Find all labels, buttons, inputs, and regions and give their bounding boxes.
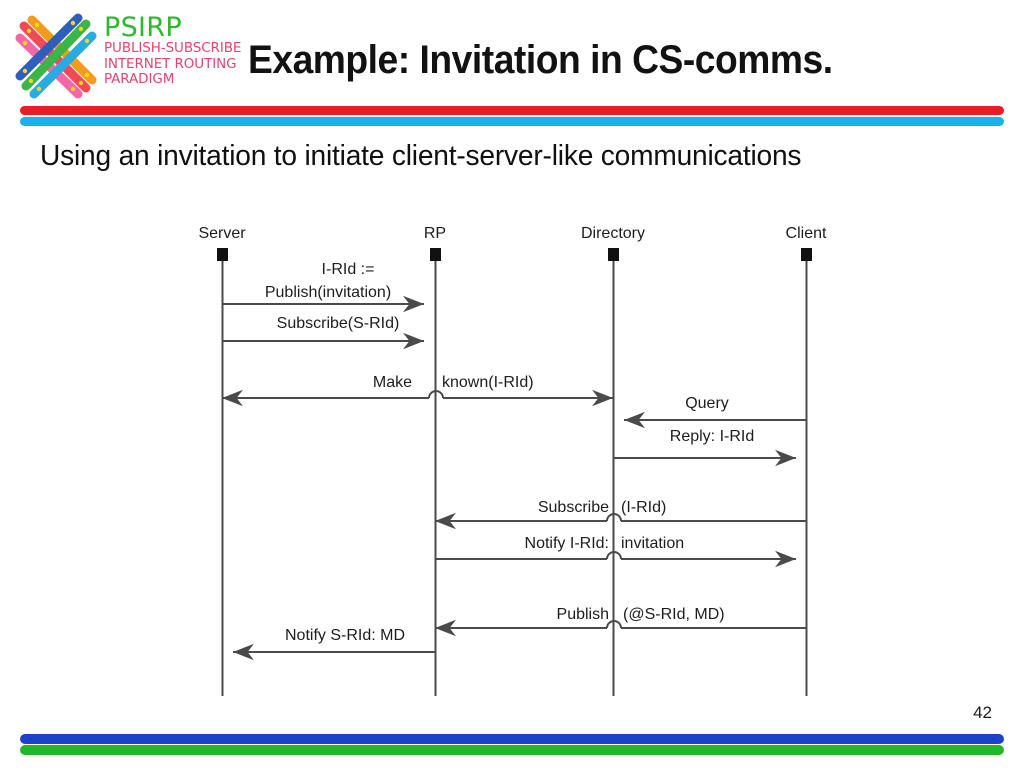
lifeline-label-server: Server xyxy=(198,225,246,242)
lifeline-client: Client xyxy=(786,225,827,696)
message-label-m6-part2: (I-RId) xyxy=(621,499,666,516)
message-m9: Notify S-RId: MD xyxy=(233,627,435,661)
message-arrow-m8-path xyxy=(447,620,806,629)
footer-rule-green xyxy=(20,745,1004,755)
message-label-m1-line1: I-RId := xyxy=(322,261,375,278)
lifeline-rp: RP xyxy=(424,225,446,696)
footer-rule-blue xyxy=(20,734,1004,744)
slide-subtitle: Using an invitation to initiate client-s… xyxy=(40,140,802,172)
psirp-wordmark: PSIRP PUBLISH-SUBSCRIBE INTERNET ROUTING… xyxy=(104,14,249,88)
lifeline-directory: Directory xyxy=(581,225,645,696)
message-m1: I-RId := Publish(invitation) xyxy=(222,261,424,313)
psirp-logo-mark-icon xyxy=(15,13,97,99)
message-m8: Publish (@S-RId, MD) xyxy=(435,606,806,637)
psirp-logo: PSIRP PUBLISH-SUBSCRIBE INTERNET ROUTING… xyxy=(12,8,242,103)
lifeline-head-client xyxy=(801,248,812,261)
psirp-brand-text: PSIRP xyxy=(104,12,182,43)
message-label-m7-part1: Notify I-RId: xyxy=(525,535,609,552)
message-m3: Make known(I-RId) xyxy=(222,374,613,407)
page-number: 42 xyxy=(973,703,992,722)
message-label-m3-part1: Make xyxy=(373,374,412,391)
lifeline-head-server xyxy=(217,248,228,261)
sequence-diagram-container: Server RP Directory Client I-RId := Publ… xyxy=(0,196,1024,696)
message-m7: Notify I-RId: invitation xyxy=(435,535,796,559)
message-m5: Reply: I-RId xyxy=(613,428,796,467)
message-m2: Subscribe(S-RId) xyxy=(222,315,424,350)
message-arrow-m6-path xyxy=(447,513,806,522)
message-label-m8-part2: (@S-RId, MD) xyxy=(623,606,725,623)
lifeline-server: Server xyxy=(198,225,246,696)
psirp-tagline-line-1: PUBLISH-SUBSCRIBE xyxy=(104,40,242,56)
lifeline-label-client: Client xyxy=(786,225,827,242)
psirp-tagline-line-2: INTERNET ROUTING xyxy=(104,55,237,72)
message-label-m7-part2: invitation xyxy=(621,535,684,552)
message-m4: Query xyxy=(624,395,806,429)
message-label-m9: Notify S-RId: MD xyxy=(285,627,405,644)
message-label-m1-line2: Publish(invitation) xyxy=(265,284,391,301)
message-m6: Subscribe (I-RId) xyxy=(435,499,806,530)
page-title: Example: Invitation in CS-comms. xyxy=(248,38,833,82)
psirp-tagline-line-3: PARADIGM xyxy=(104,71,175,87)
lifeline-label-rp: RP xyxy=(424,225,446,242)
message-label-m6-part1: Subscribe xyxy=(538,499,609,516)
message-label-m2: Subscribe(S-RId) xyxy=(277,315,400,332)
lifeline-head-directory xyxy=(608,248,619,261)
lifeline-label-directory: Directory xyxy=(581,225,645,242)
lifeline-head-rp xyxy=(430,248,441,261)
message-label-m3-part2: known(I-RId) xyxy=(442,374,534,391)
slide-header: PSIRP PUBLISH-SUBSCRIBE INTERNET ROUTING… xyxy=(0,0,1024,132)
message-arrow-m3-path xyxy=(233,390,603,399)
message-label-m5: Reply: I-RId xyxy=(670,428,754,445)
header-rule-cyan xyxy=(20,117,1004,126)
message-label-m4: Query xyxy=(685,395,729,412)
message-label-m8-part1: Publish xyxy=(557,606,609,623)
sequence-diagram: Server RP Directory Client I-RId := Publ… xyxy=(198,225,827,696)
message-arrow-m7-path xyxy=(435,552,796,559)
header-rule-red xyxy=(20,106,1004,115)
